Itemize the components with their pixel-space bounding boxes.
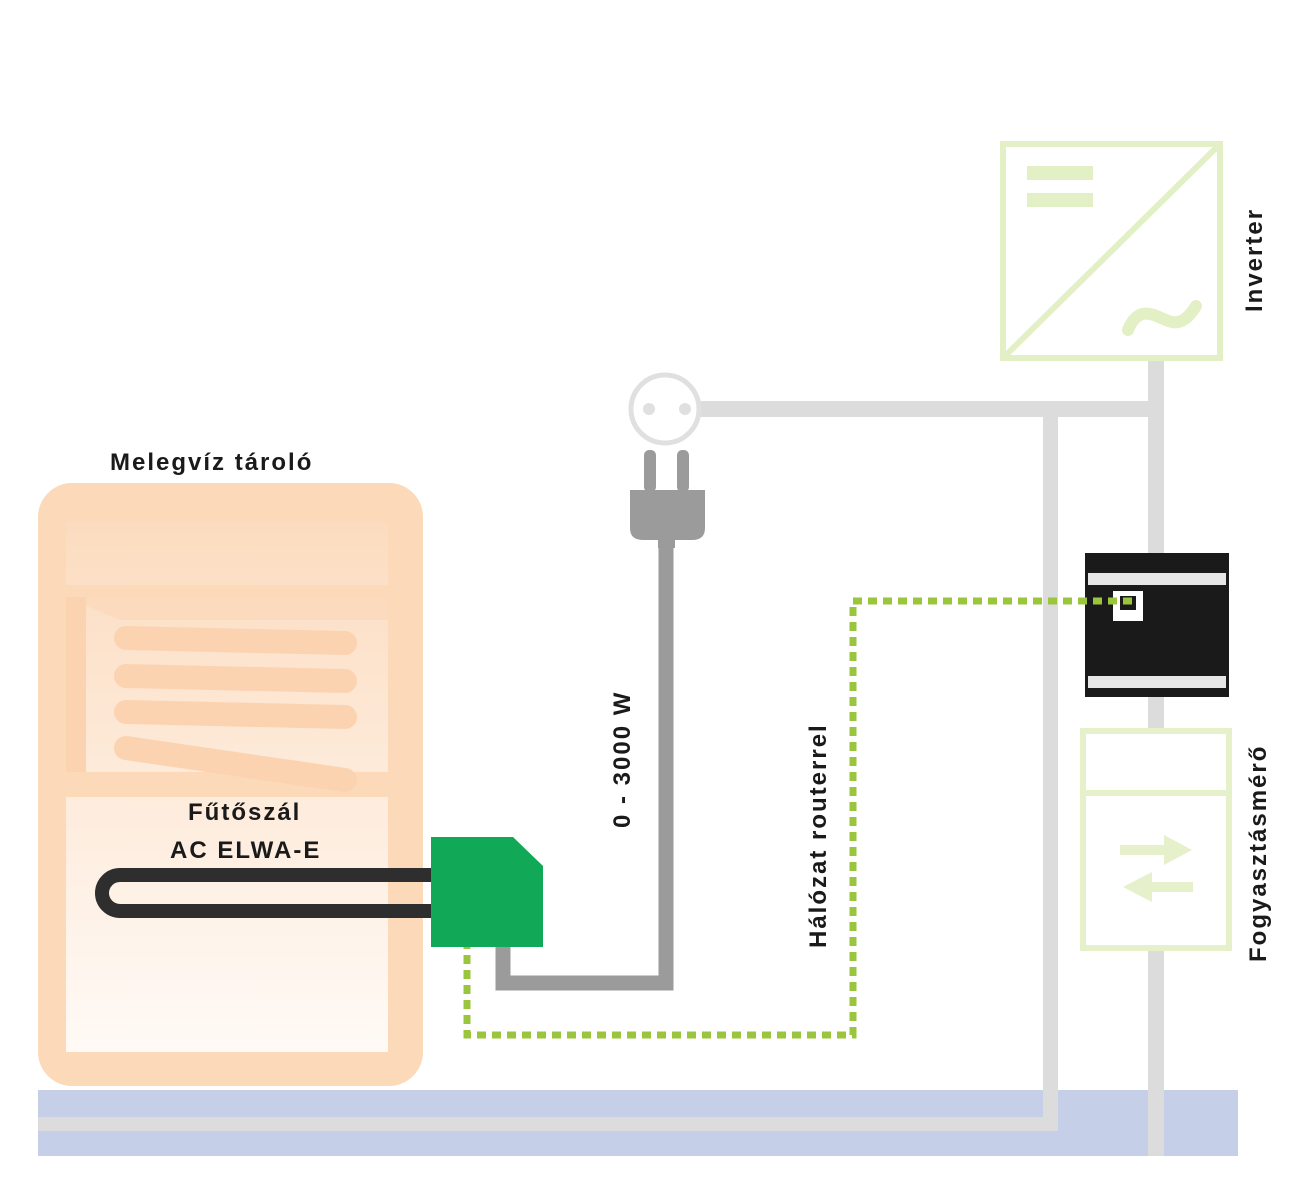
meter-box [1080, 728, 1232, 951]
ac-icon [1122, 300, 1202, 336]
ground-line [38, 1117, 1058, 1131]
energy-meter [1080, 728, 1232, 951]
elwa-controller [431, 837, 543, 947]
router-stripe [1088, 676, 1226, 688]
inverter-diagonal [1000, 141, 1223, 361]
dc-icon-bar [1027, 193, 1093, 207]
socket-hole [643, 403, 655, 415]
meter-label: Fogyasztásmérő [1245, 745, 1272, 962]
socket-hole [679, 403, 691, 415]
inverter [1000, 141, 1223, 361]
grid-line-horizontal [690, 401, 1160, 417]
tank-coil-column [66, 597, 86, 777]
plug-pin [644, 450, 656, 492]
power-label: 0 - 3000 W [609, 691, 636, 828]
router-stripe [1088, 573, 1226, 585]
inverter-label: Inverter [1241, 208, 1268, 312]
network-cable [463, 597, 1132, 1039]
plug-pin [677, 450, 689, 492]
tank-inner-band [66, 585, 388, 597]
socket-face [628, 372, 702, 446]
heater-label-line1: Fűtőszál [188, 799, 301, 826]
heating-coil [114, 626, 357, 792]
meter-arrow-left-bar [1145, 882, 1193, 892]
tank-label: Melegvíz tároló [110, 449, 313, 476]
heater-label-line2: AC ELWA-E [170, 837, 321, 864]
network-router [1085, 553, 1229, 697]
dc-icon-bar [1027, 166, 1093, 180]
grid-line-vertical-secondary [1043, 413, 1058, 1131]
tank-coil-top [66, 597, 388, 620]
heating-rod [95, 868, 440, 918]
meter-arrow-right-head [1164, 835, 1192, 865]
power-socket [628, 372, 702, 446]
power-plug [630, 450, 705, 548]
meter-arrow-left-head [1123, 872, 1152, 902]
hot-water-tank [38, 483, 423, 1086]
network-label: Hálózat routerrel [805, 723, 832, 948]
meter-arrow-right-bar [1120, 845, 1170, 855]
power-cable [495, 545, 674, 991]
plug-body [630, 490, 705, 548]
